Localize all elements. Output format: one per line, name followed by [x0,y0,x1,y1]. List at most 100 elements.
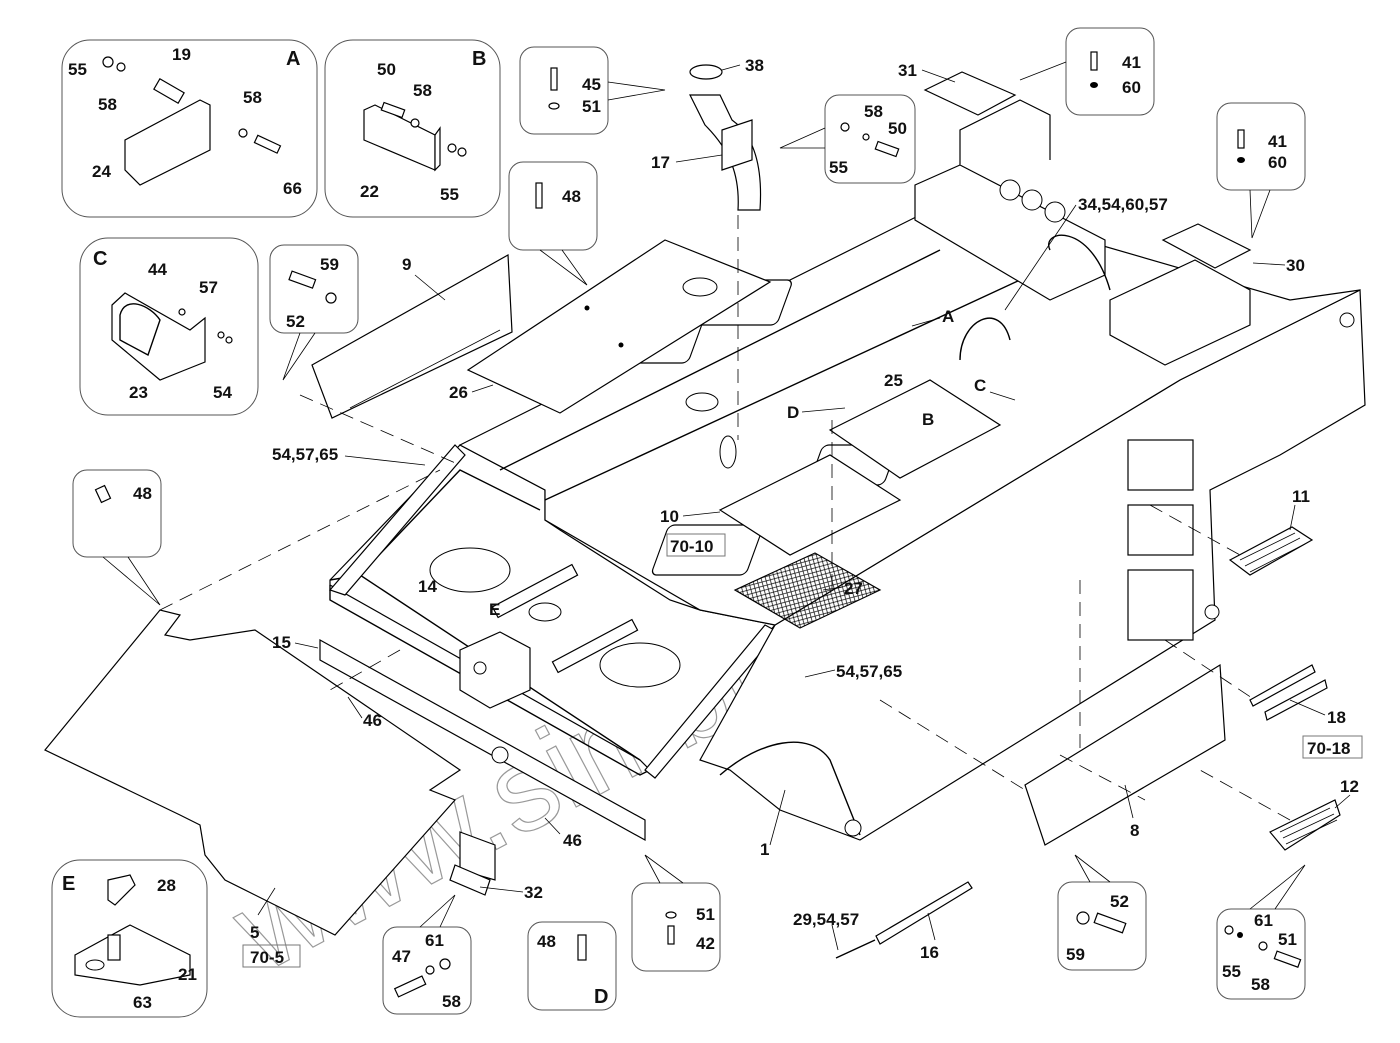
label-41: 41 [1268,132,1287,151]
label-frame-c: C [974,376,986,395]
label-54-57-65: 54,57,65 [836,662,902,681]
label-25: 25 [884,371,903,390]
label-58: 58 [243,88,262,107]
label-38: 38 [745,56,764,75]
panel-8 [1024,663,1226,846]
callout-55-58-50: 58 50 55 [779,94,916,184]
panel-5 [44,609,462,936]
panel-30 [1161,223,1252,269]
label-51: 51 [582,97,601,116]
main-frame [319,99,1366,842]
panel-31 [923,71,1017,116]
label-61: 61 [1254,911,1273,930]
label-55: 55 [829,158,848,177]
label-34-54-60-57: 34,54,60,57 [1078,195,1168,214]
label-58: 58 [442,992,461,1011]
label-17: 17 [651,153,670,172]
detail-letter-d: D [594,986,608,1008]
label-22: 22 [360,182,379,201]
label-54: 54 [213,383,232,402]
label-31: 31 [898,61,917,80]
part-labels: 38 17 31 30 9 26 34,54,60,57 A B C D 25 … [242,56,1363,968]
detail-view-e: E 28 21 63 [51,859,208,1018]
label-15: 15 [272,633,291,652]
callout-61-51-55-58: 61 51 55 58 [1216,864,1306,1000]
label-16: 16 [920,943,939,962]
label-29-54-57: 29,54,57 [793,910,859,929]
callout-47-61-58: 61 47 58 [382,894,472,1015]
rod-16 [875,881,973,945]
label-21: 21 [178,965,197,984]
label-11: 11 [1292,487,1310,506]
step-11 [1228,526,1314,576]
label-51: 51 [696,905,715,924]
label-frame-e: E [489,600,500,619]
label-47: 47 [392,947,411,966]
label-61: 61 [425,931,444,950]
label-55: 55 [1222,962,1241,981]
label-50: 50 [377,60,396,79]
label-5: 5 [250,923,259,942]
label-frame-d: D [787,403,799,422]
assembly-lines [159,394,1291,821]
label-19: 19 [172,45,191,64]
label-1: 1 [760,840,769,859]
panel-9 [311,254,513,419]
step-12 [1269,799,1341,851]
label-frame-b: B [922,410,934,429]
label-66: 66 [283,179,302,198]
label-58: 58 [1251,975,1270,994]
label-27: 27 [844,579,863,598]
label-54-57-65: 54,57,65 [272,445,338,464]
label-48: 48 [133,484,152,503]
callout-52-59: 52 59 [1057,854,1147,971]
label-18: 18 [1327,708,1346,727]
label-51: 51 [1278,930,1297,949]
label-24: 24 [92,162,111,181]
label-12: 12 [1340,777,1359,796]
label-48: 48 [562,187,581,206]
label-59: 59 [320,255,339,274]
label-55: 55 [68,60,87,79]
label-14: 14 [418,577,437,596]
ring-38 [689,64,723,80]
bracket-32 [459,831,496,881]
label-9: 9 [402,255,411,274]
callout-51-42: 51 42 [631,854,721,972]
ref-70-10[interactable]: 70-10 [670,537,713,556]
label-30: 30 [1286,256,1305,275]
label-52: 52 [286,312,305,331]
label-63: 63 [133,993,152,1012]
callout-48-left: 48 [72,469,162,606]
label-41: 41 [1122,53,1141,72]
detail-view-d: D 48 [527,921,617,1011]
label-59: 59 [1066,945,1085,964]
ref-70-18[interactable]: 70-18 [1307,739,1350,758]
label-frame-a: A [942,307,954,326]
label-58: 58 [864,102,883,121]
detail-view-b: B 50 58 22 55 [324,39,501,218]
label-55: 55 [440,185,459,204]
label-58: 58 [98,95,117,114]
label-52: 52 [1110,892,1129,911]
label-8: 8 [1130,821,1139,840]
mesh-panel-27 [733,552,882,629]
label-48: 48 [537,932,556,951]
detail-view-a: A 55 58 19 58 24 66 [61,39,318,218]
label-44: 44 [148,260,167,279]
label-60: 60 [1268,153,1287,172]
callout-59-52: 59 52 [269,244,359,381]
label-60: 60 [1122,78,1141,97]
label-23: 23 [129,383,148,402]
callout-41-60-a: 41 60 [1019,27,1155,116]
callout-48-top: 48 [508,161,598,286]
callout-45-51: 45 51 [519,46,666,135]
ref-70-5[interactable]: 70-5 [250,948,284,967]
label-42: 42 [696,934,715,953]
label-26: 26 [449,383,468,402]
label-10: 10 [660,507,679,526]
detail-view-c: C 44 57 23 54 [79,237,259,416]
loose-panels [44,64,1341,959]
label-46: 46 [363,711,382,730]
